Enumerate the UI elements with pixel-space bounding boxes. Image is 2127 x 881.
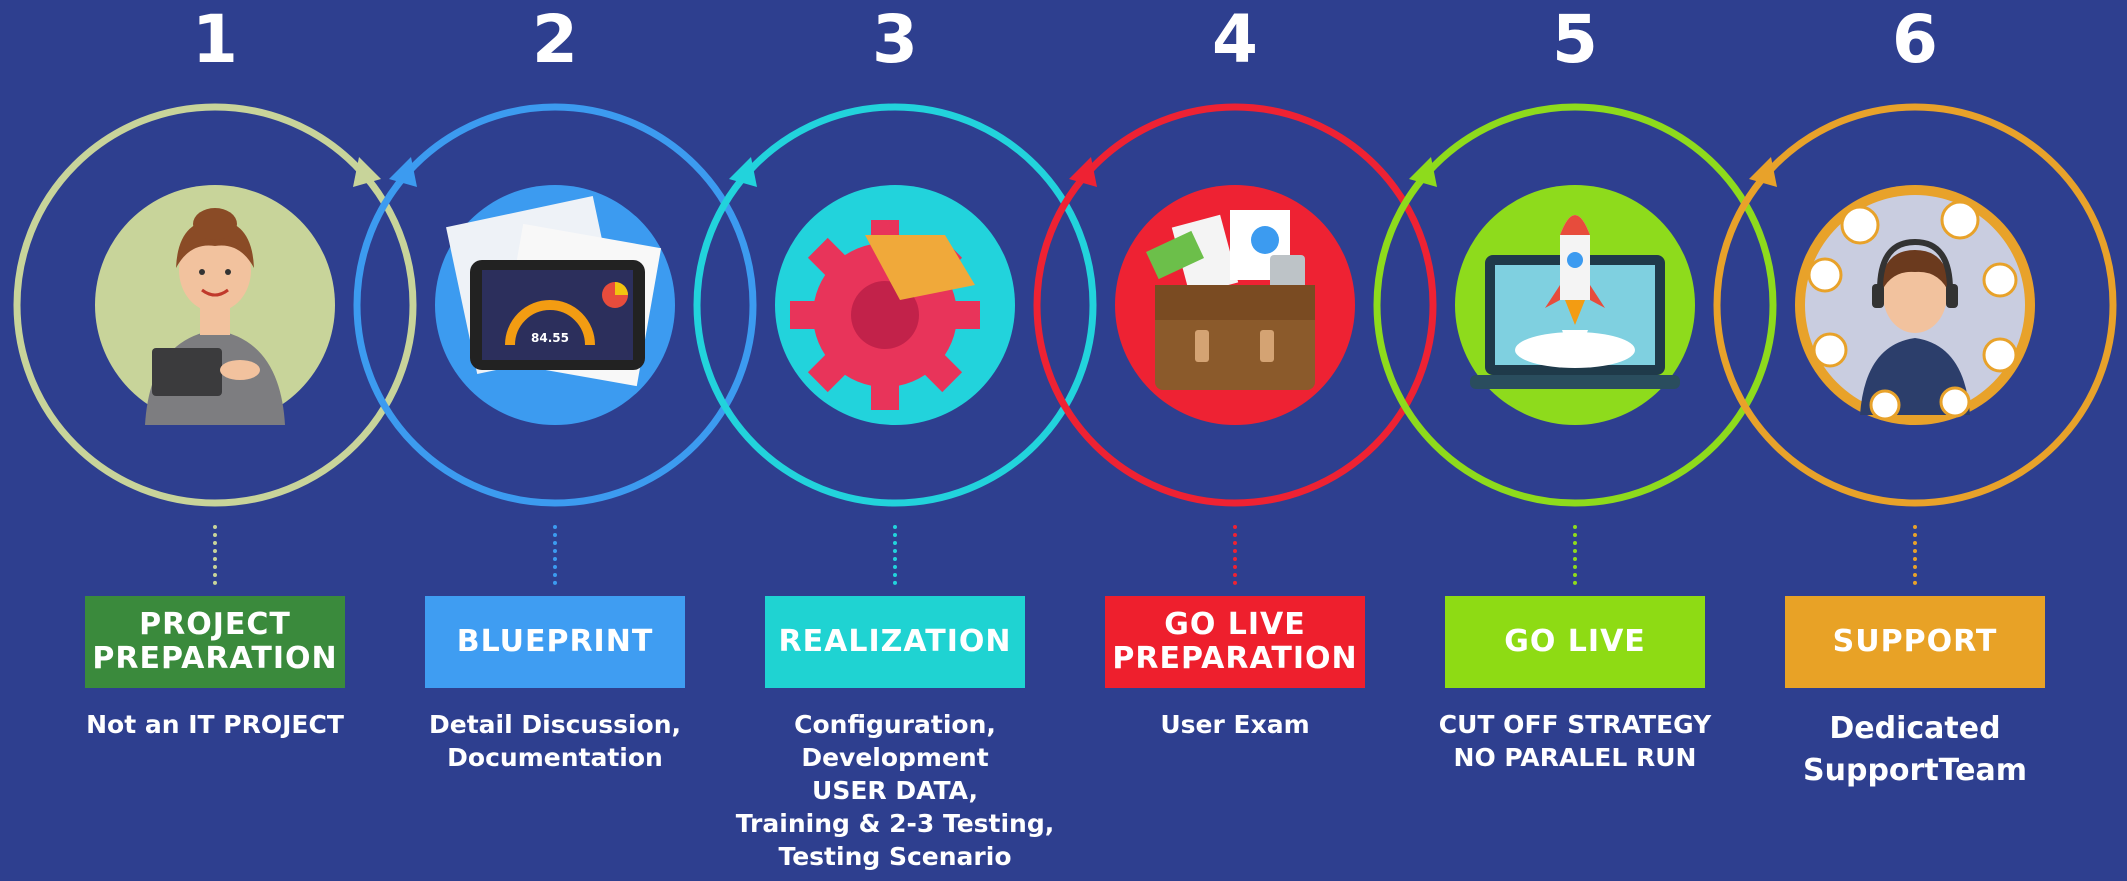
ring-arrowhead (1069, 157, 1097, 187)
step-project-preparation: 1 PROJECT PREPARATION Not an IT PROJECT (45, 0, 385, 881)
phase-description: User Exam (1160, 710, 1310, 739)
phase-label-box: SUPPORT (1785, 596, 2045, 688)
phase-label-box: GO LIVE (1445, 596, 1705, 688)
connector-dots (893, 525, 897, 585)
phase-label: SUPPORT (1832, 624, 1998, 659)
briefcase-documents-icon (1115, 185, 1355, 425)
step-ring (1713, 103, 2117, 507)
gear-icon (775, 185, 1015, 425)
support-agent-headset-icon (1795, 185, 2035, 425)
step-number: 4 (1212, 1, 1258, 78)
step-realization: 3 REALIZATION (725, 0, 1065, 881)
svg-text:84.55: 84.55 (531, 331, 569, 345)
phase-label-box: BLUEPRINT (425, 596, 685, 688)
step-ring (1373, 103, 1777, 507)
ring-arrowhead (729, 157, 757, 187)
step-ring (693, 103, 1097, 507)
phase-label: GO LIVE PREPARATION (1112, 607, 1358, 676)
step-go-live: 5 GO LIVE CUT OFF STRATEGY NO PARALEL RU… (1405, 0, 1745, 881)
phase-label: PROJECT PREPARATION (92, 607, 338, 676)
ring-arrowhead (389, 157, 417, 187)
tablet-dashboard-documents-icon: 84.55 (435, 185, 675, 425)
step-ring (1033, 103, 1437, 507)
step-number: 6 (1892, 1, 1938, 78)
step-number: 1 (192, 1, 238, 78)
connector-dots (213, 525, 217, 585)
phase-label-box: REALIZATION (765, 596, 1025, 688)
phase-description: Detail Discussion, Documentation (429, 710, 681, 772)
phase-description: Not an IT PROJECT (86, 710, 344, 739)
phase-label-box: PROJECT PREPARATION (85, 596, 345, 688)
phase-description: CUT OFF STRATEGY NO PARALEL RUN (1438, 710, 1712, 772)
connector-dots (1573, 525, 1577, 585)
connector-dots (553, 525, 557, 585)
step-number: 3 (872, 1, 918, 78)
phase-label: REALIZATION (778, 624, 1012, 659)
phase-label: BLUEPRINT (456, 624, 654, 659)
step-support: 6 SUPPORT Dedicated Sup (1745, 0, 2085, 881)
phase-label-box: GO LIVE PREPARATION (1105, 596, 1365, 688)
connector-dots (1913, 525, 1917, 585)
ring-arrowhead (1749, 157, 1777, 187)
rocket-laptop-icon (1455, 185, 1695, 425)
phase-label: GO LIVE (1504, 624, 1646, 659)
connector-dots (1233, 525, 1237, 585)
phase-description: Configuration, Development USER DATA, Tr… (735, 710, 1055, 871)
step-number: 2 (532, 1, 578, 78)
step-ring (13, 103, 417, 507)
businesswoman-tablet-icon (95, 185, 335, 425)
step-ring (353, 103, 757, 507)
phase-description: Dedicated SupportTeam (1803, 711, 2027, 788)
step-blueprint: 2 84.55 BLUEPRINT Detail Discussion, Doc… (385, 0, 725, 881)
step-go-live-preparation: 4 GO LIVE PREPARATION User Exam (1065, 0, 1405, 881)
step-number: 5 (1552, 1, 1598, 78)
ring-arrowhead (353, 157, 381, 187)
ring-arrowhead (1409, 157, 1437, 187)
